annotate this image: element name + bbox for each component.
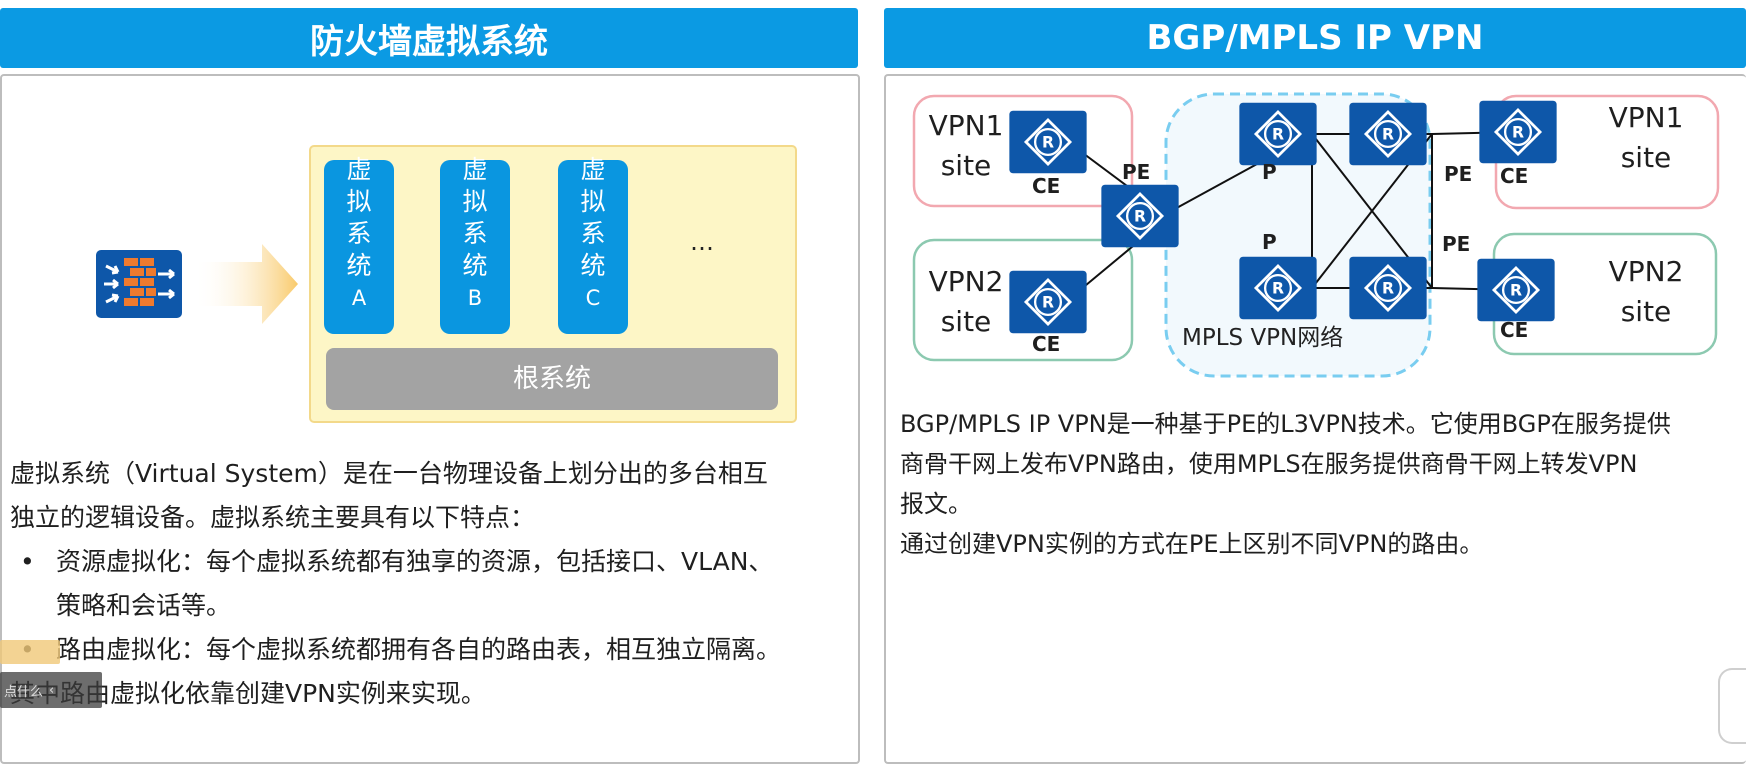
left-panel-title: 防火墙虚拟系统 [310, 21, 548, 62]
router-glyph: R [1272, 279, 1284, 298]
overlay-text: 点什么 [4, 684, 44, 700]
vpn1-right-line1: VPN1 [1608, 101, 1684, 134]
vpn1-right-line2: site [1620, 141, 1672, 174]
side-handle[interactable] [1718, 668, 1746, 744]
left-description: 虚拟系统（Virtual System）是在一台物理设备上划分出的多台相互 独立… [10, 452, 856, 716]
bullet-dot: • [20, 547, 35, 576]
router-glyph: R [1382, 279, 1394, 298]
router-icon: R [1347, 255, 1429, 321]
vpn2-left-line2: site [940, 305, 992, 338]
vpn2-site-right-label: VPN2 site [1608, 252, 1684, 332]
router-glyph: R [1042, 133, 1054, 152]
arrow-right-icon [194, 244, 298, 324]
left-panel-body: 虚拟系统 A 虚拟系统 B 虚拟系统 C … 根系统 虚拟系统（Virtual … [0, 74, 860, 764]
router-icon: R [1007, 109, 1089, 175]
right-line-4: 通过创建VPN实例的方式在PE上区别不同VPN的路由。 [900, 530, 1484, 558]
vs-c-label: 虚拟系统 C [558, 154, 628, 314]
virtual-system-diagram [96, 145, 797, 423]
overlay-popup[interactable]: 点什么 ‹ [0, 672, 102, 708]
vpn1-left-line2: site [940, 149, 992, 182]
overlay-thumbnail[interactable] [0, 640, 60, 664]
ce-label: CE [1032, 332, 1061, 356]
vpn2-right-line1: VPN2 [1608, 255, 1684, 288]
root-system-label: 根系统 [512, 364, 591, 394]
router-icon: R [1475, 257, 1557, 323]
left-panel-header: 防火墙虚拟系统 [0, 8, 858, 68]
ce-label: CE [1032, 174, 1061, 198]
vs-b-chars: 虚拟系统 [462, 155, 488, 280]
intro-line-2: 独立的逻辑设备。虚拟系统主要具有以下特点： [10, 503, 536, 532]
vs-a-label: 虚拟系统 A [324, 154, 394, 314]
vs-ellipsis: … [690, 228, 714, 256]
router-icon: R [1477, 99, 1559, 165]
mpls-vpn-diagram: R R R R R R R R R [912, 92, 1720, 378]
router-icon: R [1007, 269, 1089, 335]
vs-a-chars: 虚拟系统 [346, 155, 372, 280]
vpn2-left-line1: VPN2 [928, 265, 1004, 298]
right-line-2: 商骨干网上发布VPN路由，使用MPLS在服务提供商骨干网上转发VPN [900, 450, 1638, 478]
pe-label: PE [1442, 232, 1471, 256]
router-glyph: R [1510, 281, 1522, 300]
router-glyph: R [1382, 125, 1394, 144]
router-glyph: R [1134, 207, 1146, 226]
ce-label: CE [1500, 318, 1529, 342]
virtual-system-b [440, 160, 510, 334]
right-line-3: 报文。 [900, 490, 972, 518]
chevron-left-icon[interactable]: ‹ [49, 682, 55, 698]
router-icon: R [1347, 101, 1429, 167]
closing-line: 其中路由虚拟化依靠创建VPN实例来实现。 [10, 679, 486, 708]
vpn1-site-left-label: VPN1 site [928, 106, 1004, 186]
pe-label: PE [1444, 162, 1473, 186]
vs-c-letter: C [585, 286, 601, 310]
p-label: P [1262, 160, 1277, 184]
ce-label: CE [1500, 164, 1529, 188]
vs-a-letter: A [351, 286, 367, 310]
mpls-cloud-label: MPLS VPN网络 [1182, 325, 1344, 351]
router-glyph: R [1512, 123, 1524, 142]
router-icon: R [1237, 255, 1319, 321]
firewall-icon [96, 250, 182, 318]
router-glyph: R [1042, 293, 1054, 312]
vs-c-chars: 虚拟系统 [580, 155, 606, 280]
vs-b-letter: B [467, 286, 483, 310]
vpn2-site-left-label: VPN2 site [928, 262, 1004, 342]
right-line-1: BGP/MPLS IP VPN是一种基于PE的L3VPN技术。它使用BGP在服务… [900, 410, 1671, 438]
root-system-box [326, 348, 778, 410]
p-label: P [1262, 230, 1277, 254]
intro-line-1: 虚拟系统（Virtual System）是在一台物理设备上划分出的多台相互 [10, 459, 768, 488]
virtual-system-a [324, 160, 394, 334]
router-icon: R [1237, 101, 1319, 167]
router-glyph: R [1272, 125, 1284, 144]
router-icon: R [1099, 183, 1181, 249]
vs-b-label: 虚拟系统 B [440, 154, 510, 314]
vpn2-right-line2: site [1620, 295, 1672, 328]
bullet-continuation: 策略和会话等。 [56, 591, 232, 620]
bullet-text: 资源虚拟化：每个虚拟系统都有独享的资源，包括接口、VLAN、 [56, 547, 774, 576]
vpn1-site-right-label: VPN1 site [1608, 98, 1684, 178]
right-panel-title: BGP/MPLS IP VPN [1146, 18, 1484, 58]
right-panel-header: BGP/MPLS IP VPN [884, 8, 1746, 68]
bullet-text: 路由虚拟化：每个虚拟系统都拥有各自的路由表，相互独立隔离。 [56, 635, 782, 664]
pe-label: PE [1122, 160, 1151, 184]
right-panel-body: R R R R R R R R R VPN1 site VPN2 site VP… [884, 74, 1746, 764]
right-description: BGP/MPLS IP VPN是一种基于PE的L3VPN技术。它使用BGP在服务… [900, 404, 1740, 564]
vpn1-left-line1: VPN1 [928, 109, 1004, 142]
bullet-item: • 路由虚拟化：每个虚拟系统都拥有各自的路由表，相互独立隔离。 [10, 628, 856, 672]
virtual-system-c [558, 160, 628, 334]
bullet-item: • 资源虚拟化：每个虚拟系统都有独享的资源，包括接口、VLAN、 [10, 540, 856, 584]
